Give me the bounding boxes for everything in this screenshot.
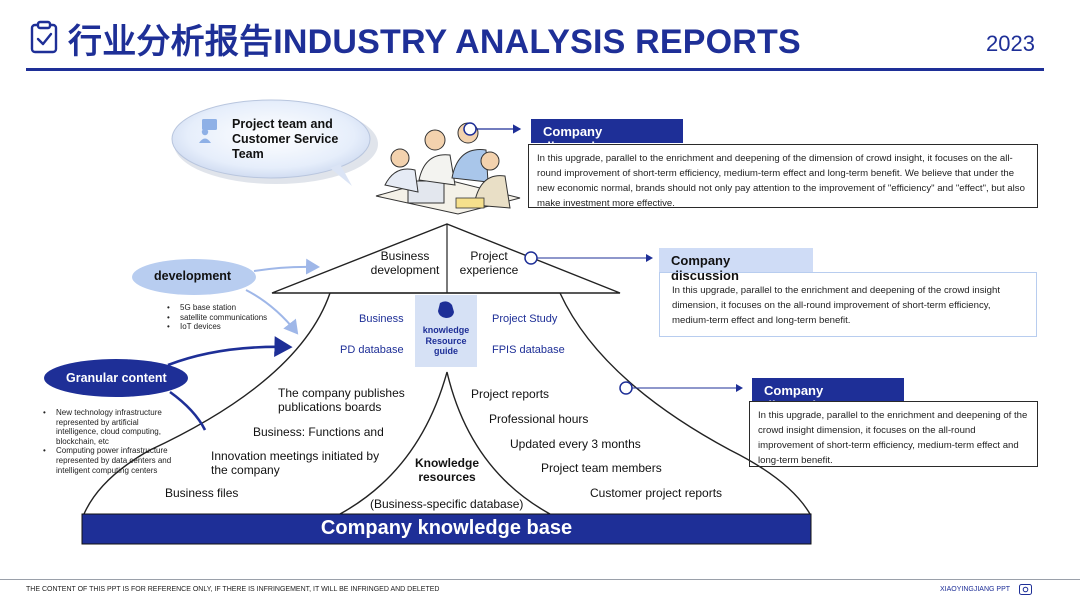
left-item-innovation: Innovation meetings initiated by the com… xyxy=(211,449,380,477)
year-label: 2023 xyxy=(986,31,1035,56)
development-list: 5G base station satellite communications… xyxy=(166,303,296,332)
team-label: Project team and Customer Service Team xyxy=(232,117,339,161)
right-item-project-reports: Project reports xyxy=(471,387,550,401)
hand-icon xyxy=(438,301,454,318)
roof-business-development: Business development xyxy=(370,249,440,277)
left-item-publications: The company publishes publications board… xyxy=(278,386,405,414)
footer-divider xyxy=(0,579,1080,580)
mid-pd-database-label: PD database xyxy=(340,344,404,356)
right-item-updated: Updated every 3 months xyxy=(510,437,641,451)
discussion-title-1: Company discussion xyxy=(531,119,683,154)
right-item-team-members: Project team members xyxy=(541,461,662,475)
footer-disclaimer: THE CONTENT OF THIS PPT IS FOR REFERENCE… xyxy=(26,586,440,593)
left-item-business-files: Business files xyxy=(165,486,239,500)
roof-project-experience: Project experience xyxy=(459,249,519,277)
list-item: satellite communications xyxy=(166,313,296,323)
mid-fpis-database-label: FPIS database xyxy=(492,344,565,356)
mid-project-study-label: Project Study xyxy=(492,313,558,325)
header-divider xyxy=(26,68,1044,71)
knowledge-base-bar xyxy=(81,513,812,545)
right-item-professional-hours: Professional hours xyxy=(489,412,589,426)
knowledge-base-label: Company knowledge base xyxy=(320,517,573,539)
list-item: Computing power infrastructure represent… xyxy=(42,446,178,475)
discussion-title-2: Company discussion xyxy=(659,248,813,283)
development-label: development xyxy=(154,269,232,283)
list-item: New technology infrastructure represente… xyxy=(42,408,178,446)
development-pill xyxy=(132,259,256,295)
left-item-functions: Business: Functions and xyxy=(253,425,384,439)
team-meeting-illustration xyxy=(375,122,521,215)
list-item: IoT devices xyxy=(166,322,296,332)
brand-logo-icon xyxy=(1019,584,1032,595)
granular-pill xyxy=(44,359,188,397)
center-subtitle: (Business-specific database) xyxy=(370,497,524,511)
discussion-body-2: In this upgrade, parallel to the enrichm… xyxy=(659,272,1037,337)
discussion-body-1: In this upgrade, parallel to the enrichm… xyxy=(528,144,1038,209)
team-speech-bubble xyxy=(171,99,378,186)
right-item-customer-reports: Customer project reports xyxy=(590,486,723,500)
clipboard-check-icon xyxy=(30,20,58,54)
granular-label: Granular content xyxy=(66,371,167,385)
resource-guide-label: knowledge Resource guide xyxy=(422,325,470,356)
discussion-title-3: Company discussion xyxy=(752,378,904,413)
center-knowledge-resources: Knowledge resources xyxy=(414,456,479,484)
mid-business-label: Business xyxy=(359,313,404,325)
granular-list: New technology infrastructure represente… xyxy=(42,408,178,475)
discussion-body-3: In this upgrade, parallel to the enrichm… xyxy=(749,401,1038,467)
page-title: 行业分析报告INDUSTRY ANALYSIS REPORTS xyxy=(68,23,801,61)
footer-brand: XIAOYINGJIANG PPT xyxy=(940,586,1011,593)
list-item: 5G base station xyxy=(166,303,296,313)
person-presentation-icon xyxy=(199,119,217,143)
